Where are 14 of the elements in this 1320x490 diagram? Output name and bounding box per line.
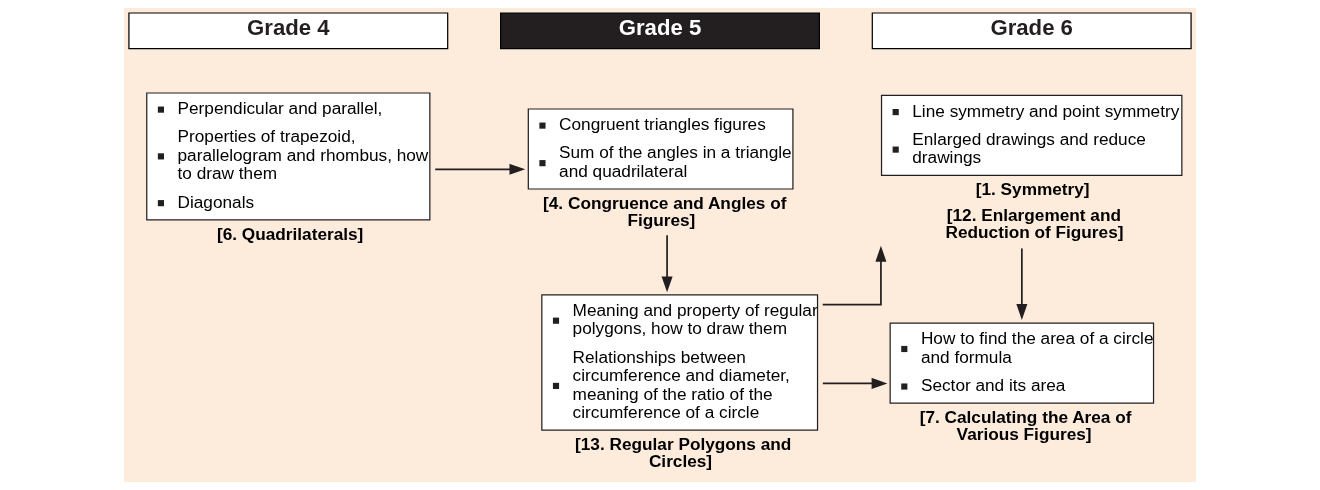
- arrow: [1016, 247, 1028, 320]
- node-label: [6. Quadrilaterals]: [216, 223, 364, 244]
- node-box: Grade 6: [871, 12, 1192, 50]
- arrow: [821, 377, 888, 389]
- node-label: [12. Enlargement and Reduction of Figures]: [945, 205, 1124, 243]
- arrow: [661, 234, 673, 293]
- arrow: [434, 163, 526, 175]
- node-box: Grade 4: [128, 12, 449, 50]
- node-label: [4. Congruence and Angles of Figures]: [543, 192, 787, 231]
- node-label: [13. Regular Polygons and Circles]: [575, 434, 792, 472]
- node-label: [7. Calculating the Area of Various Figures]: [919, 407, 1132, 445]
- node-label: [1. Symmetry]: [975, 179, 1090, 200]
- node-box: Grade 5: [500, 12, 820, 50]
- arrow: [821, 245, 887, 306]
